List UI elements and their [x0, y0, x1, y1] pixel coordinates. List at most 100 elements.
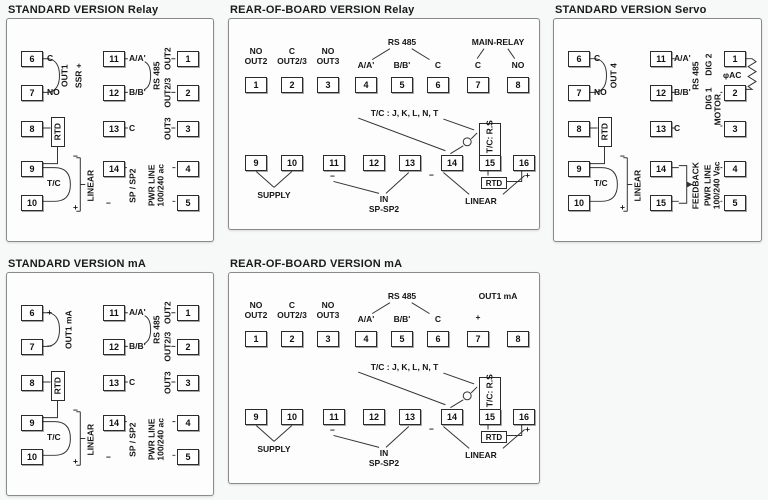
label-out23: OUT2/3: [162, 77, 173, 108]
label-dig2: DIG 2: [703, 53, 714, 76]
terminal-10: 10: [281, 409, 303, 425]
label-rtd: RTD: [52, 376, 63, 395]
terminal-14: 14: [103, 161, 125, 177]
terminal-5: 5: [177, 449, 199, 465]
label-rs485-c: C: [434, 60, 442, 70]
label-feedback: FEEDBACK: [690, 162, 701, 210]
label-supply: SUPPLY: [257, 444, 291, 454]
panel-title-rear-ma: REAR-OF-BOARD VERSION mA: [230, 258, 403, 270]
label-linear: LINEAR: [632, 169, 643, 202]
terminal-2: 2: [281, 77, 303, 93]
label-rtd: RTD: [599, 122, 610, 141]
terminal-14: 14: [441, 409, 463, 425]
terminal-6: 6: [427, 77, 449, 93]
terminal-2: 2: [177, 339, 199, 355]
label-rs485-c: C: [434, 314, 442, 324]
label-sp-minus: −: [106, 452, 111, 462]
label-bb: B/B': [393, 314, 411, 324]
terminal-5: 5: [177, 195, 199, 211]
label-no-out3: NO OUT3: [316, 300, 340, 320]
label-sp-sp2: SP / SP2: [127, 168, 138, 203]
terminal-1: 1: [177, 305, 199, 321]
label-tc-types: T/C : J, K, L, N, T: [370, 108, 439, 118]
terminal-7: 7: [568, 85, 590, 101]
label-tc-rs: T/C: R.S: [484, 374, 495, 408]
label-aa: A/A': [129, 307, 146, 317]
label-pwr-line: PWR LINE 100/240 ac: [146, 418, 166, 461]
label-aa: A/A': [357, 314, 375, 324]
label-out2: OUT2: [162, 301, 173, 325]
label-tc: T/C: [47, 432, 61, 442]
label-out1-no: NO: [47, 87, 60, 97]
label-in-sp-sp2: IN SP-SP2: [368, 448, 400, 468]
panel-standard-relay: 6 7 8 9 10 11 12 13 14 1 2 3 4 5 C NO OU…: [6, 18, 214, 242]
label-bb: B/B': [393, 60, 411, 70]
terminal-13: 13: [103, 375, 125, 391]
terminal-11: 11: [103, 51, 125, 67]
panel-standard-ma: 6 7 8 9 10 11 12 13 14 1 2 3 4 5 + − OUT…: [6, 272, 214, 496]
terminal-13: 13: [103, 121, 125, 137]
label-pwr-line: PWR LINE 100/240 ac: [146, 164, 166, 207]
terminal-7: 7: [21, 339, 43, 355]
label-rs485-c: C: [129, 123, 136, 133]
terminal-15: 15: [479, 155, 501, 171]
terminal-6: 6: [21, 305, 43, 321]
label-linear: LINEAR: [85, 423, 96, 456]
terminal-12: 12: [363, 409, 385, 425]
label-bb: B/B': [129, 341, 146, 351]
terminal-16: 16: [513, 409, 535, 425]
rtd-box: [598, 117, 612, 147]
terminal-6: 6: [21, 51, 43, 67]
terminal-3: 3: [724, 121, 746, 137]
terminal-9: 9: [568, 161, 590, 177]
label-main-relay: MAIN-RELAY: [471, 37, 525, 47]
label-tc: T/C: [47, 178, 61, 188]
terminal-2: 2: [281, 331, 303, 347]
terminal-15: 15: [650, 195, 672, 211]
terminal-14: 14: [650, 161, 672, 177]
terminal-15: 15: [479, 409, 501, 425]
label-no-out2: NO OUT2: [244, 300, 268, 320]
label-minus: −: [73, 151, 78, 161]
terminal-2: 2: [724, 85, 746, 101]
label-main-c: C: [474, 60, 482, 70]
label-out1: OUT1: [59, 64, 70, 88]
rtd-box: RTD: [481, 177, 507, 189]
label-plus: +: [525, 424, 530, 434]
terminal-4: 4: [177, 415, 199, 431]
label-in-minus: −: [330, 171, 335, 181]
label-aa: A/A': [357, 60, 375, 70]
label-aa: A/A': [129, 53, 146, 63]
terminal-11: 11: [323, 155, 345, 171]
label-plus: +: [73, 456, 78, 466]
label-linear: LINEAR: [85, 169, 96, 202]
terminal-5: 5: [724, 195, 746, 211]
terminal-6: 6: [568, 51, 590, 67]
terminal-8: 8: [21, 375, 43, 391]
terminal-16: 16: [513, 155, 535, 171]
terminal-2: 2: [177, 85, 199, 101]
terminal-12: 12: [650, 85, 672, 101]
terminal-5: 5: [391, 331, 413, 347]
label-plus: +: [620, 202, 625, 212]
terminal-4: 4: [355, 77, 377, 93]
terminal-7: 7: [21, 85, 43, 101]
terminal-8: 8: [507, 331, 529, 347]
terminal-9: 9: [245, 155, 267, 171]
label-plus: +: [525, 170, 530, 180]
terminal-4: 4: [724, 161, 746, 177]
terminal-12: 12: [103, 339, 125, 355]
label-c-out23: C OUT2/3: [277, 300, 307, 320]
terminal-9: 9: [21, 161, 43, 177]
label-out1-plus: +: [47, 307, 52, 317]
label-linear: LINEAR: [465, 196, 497, 206]
label-minus: −: [429, 424, 434, 434]
label-rs485: RS 485: [151, 315, 162, 344]
label-rs485-c: C: [674, 123, 681, 133]
label-c-out23: C OUT2/3: [277, 46, 307, 66]
panel-title-standard-relay: STANDARD VERSION Relay: [8, 4, 159, 16]
terminal-3: 3: [317, 77, 339, 93]
terminal-11: 11: [103, 305, 125, 321]
label-in-minus: −: [330, 425, 335, 435]
terminal-10: 10: [21, 449, 43, 465]
